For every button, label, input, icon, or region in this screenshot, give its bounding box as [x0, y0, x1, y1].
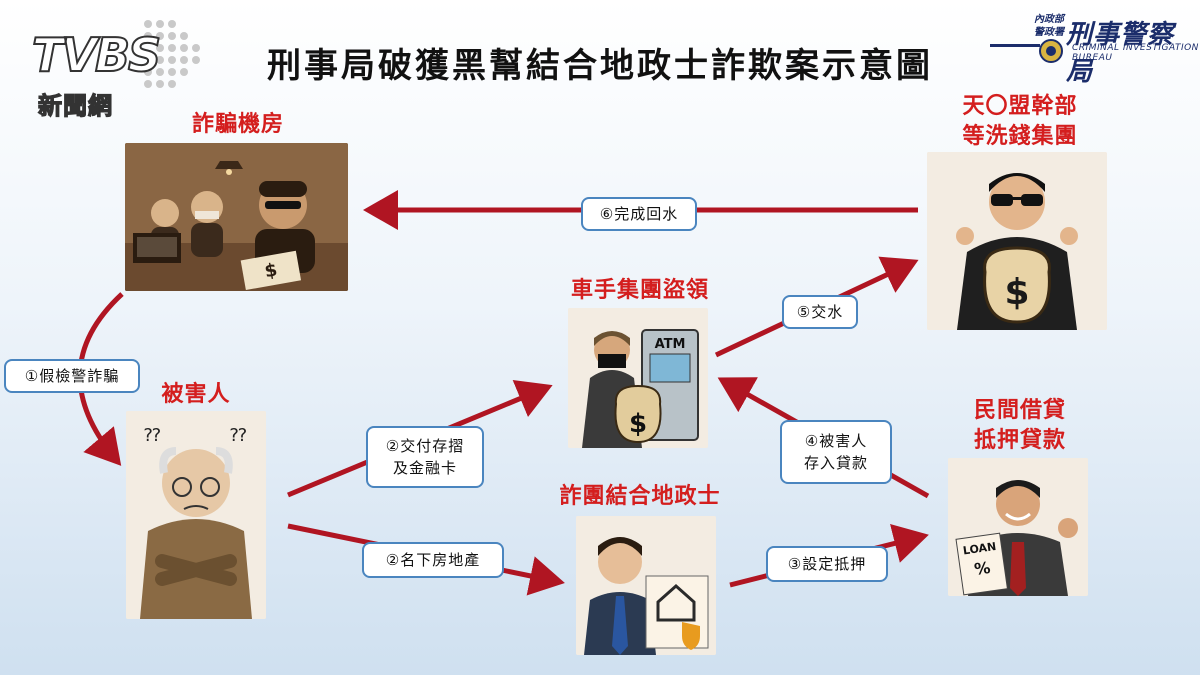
money-mule-illustration: ATM $	[568, 308, 708, 448]
step-2-passbook-card: ②交付存摺 及金融卡	[366, 426, 484, 488]
cib-logo: 刑事警察局	[1066, 20, 1175, 87]
money-mule-dollar-label: $	[629, 409, 647, 439]
diagram-title: 刑事局破獲黑幫結合地政士詐欺案示意圖	[267, 46, 933, 86]
tvbs-logo: TVBS	[31, 27, 162, 83]
atm-label: ATM	[655, 337, 686, 352]
step-4-loan-deposit: ④被害人 存入貸款	[780, 420, 892, 484]
step-3-mortgage: ③設定抵押	[766, 546, 888, 582]
node-title-scrivener: 詐團結合地政士	[559, 484, 721, 509]
svg-text:⁇: ⁇	[144, 425, 161, 446]
cib-logo-bar	[990, 44, 1040, 47]
victim-illustration: ⁇ ⁇	[126, 411, 266, 619]
step-6-return-money: ⑥完成回水	[581, 197, 697, 231]
node-title-victim: 被害人	[161, 382, 231, 407]
cib-logo-english: CRIMINAL INVESTIGATION BUREAU	[1072, 43, 1199, 63]
gang-dollar-label: $	[1004, 272, 1029, 313]
scrivener-illustration	[576, 516, 716, 655]
node-title-money-mule: 車手集團盜領	[570, 278, 709, 303]
lender-illustration: LOAN %	[948, 458, 1088, 596]
cib-logo-ministry: 內政部 警政署	[1034, 14, 1064, 38]
loan-doc-label: LOAN	[962, 540, 997, 558]
step-1-fake-police: ①假檢警詐騙	[4, 359, 140, 393]
tvbs-dot-pattern	[144, 20, 200, 88]
node-title-gang: 天〇盟幹部 等洗錢集團	[962, 94, 1078, 149]
step-5-hand-over: ⑤交水	[782, 295, 858, 329]
cib-badge-icon	[1039, 39, 1063, 63]
scam-center-illustration: $	[125, 143, 348, 291]
node-title-lender: 民間借貸 抵押貸款	[973, 398, 1066, 453]
scam-center-dollar-label: $	[263, 259, 279, 282]
tvbs-logo-subtitle: 新聞網	[37, 91, 113, 120]
svg-text:⁇: ⁇	[230, 425, 247, 446]
node-title-scam-center: 詐騙機房	[191, 112, 284, 137]
step-2-property: ②名下房地產	[362, 542, 504, 578]
loan-doc-percent: %	[973, 558, 992, 579]
gang-illustration: $	[927, 152, 1107, 330]
